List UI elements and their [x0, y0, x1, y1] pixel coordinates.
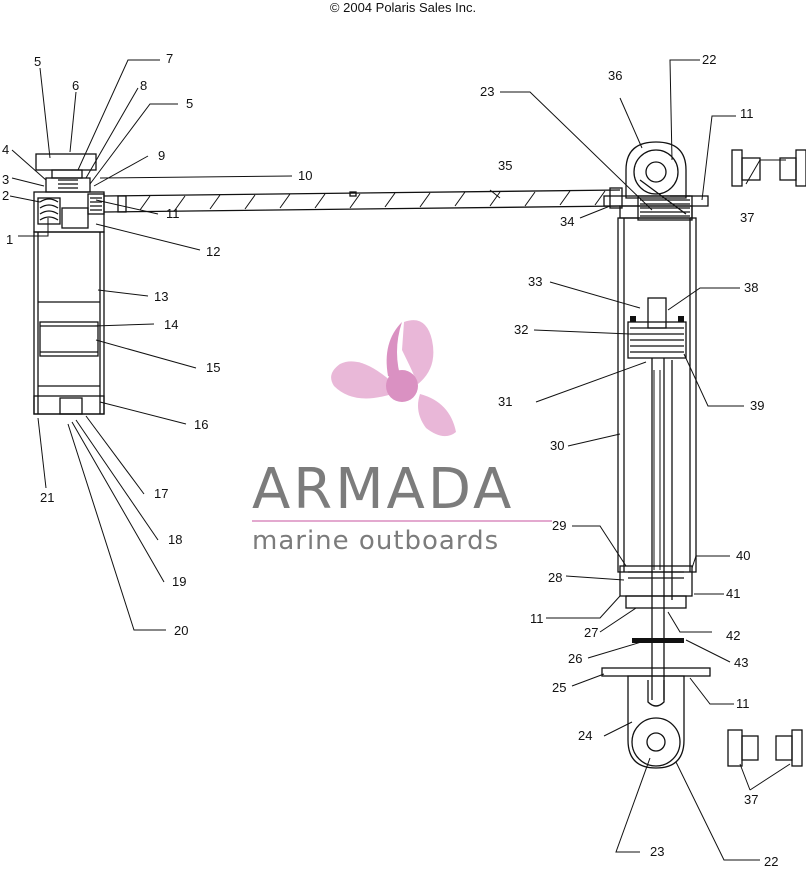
callout-1: 1: [6, 232, 13, 247]
callout-24: 24: [578, 728, 592, 743]
callout-21: 21: [40, 490, 54, 505]
callout-27: 27: [584, 625, 598, 640]
watermark-brand: ARMADA: [252, 457, 515, 522]
callout-14: 14: [164, 317, 178, 332]
callout-2: 2: [2, 188, 9, 203]
callout-10: 10: [298, 168, 312, 183]
callout-4: 4: [2, 142, 9, 157]
bushing-set-upper: [731, 149, 806, 187]
callout-42: 42: [726, 628, 740, 643]
callout-18: 18: [168, 532, 182, 547]
callout-22a: 22: [702, 52, 716, 67]
callout-19: 19: [172, 574, 186, 589]
callout-22b: 22: [764, 854, 778, 869]
callout-11b: 11: [740, 106, 754, 121]
callout-6: 6: [72, 78, 79, 93]
callout-13: 13: [154, 289, 168, 304]
callout-38: 38: [744, 280, 758, 295]
callout-20: 20: [174, 623, 188, 638]
callout-39: 39: [750, 398, 764, 413]
callout-16: 16: [194, 417, 208, 432]
callout-17: 17: [154, 486, 168, 501]
callout-40: 40: [736, 548, 750, 563]
callout-34: 34: [560, 214, 574, 229]
reservoir-hose: [103, 187, 623, 213]
callout-28: 28: [548, 570, 562, 585]
copyright-notice: © 2004 Polaris Sales Inc.: [329, 0, 477, 15]
callout-37b: 37: [744, 792, 758, 807]
reservoir-assembly: [33, 153, 105, 415]
callout-11c: 11: [530, 611, 544, 626]
callout-5a: 5: [34, 54, 41, 69]
callout-25: 25: [552, 680, 566, 695]
callout-29: 29: [552, 518, 566, 533]
bushing-set-lower: [727, 729, 803, 767]
callout-3: 3: [2, 172, 9, 187]
callout-30: 30: [550, 438, 564, 453]
callout-23b: 23: [650, 844, 664, 859]
leader-lines: [9, 59, 791, 861]
watermark-divider: [252, 520, 552, 522]
callout-35: 35: [498, 158, 512, 173]
armada-propeller-logo: [331, 320, 456, 437]
callout-37a: 37: [740, 210, 754, 225]
callout-11a: 11: [166, 206, 180, 221]
callout-41: 41: [726, 586, 740, 601]
callout-36: 36: [608, 68, 622, 83]
callout-23a: 23: [480, 84, 494, 99]
callout-31: 31: [498, 394, 512, 409]
callout-5b: 5: [186, 96, 193, 111]
callout-8: 8: [140, 78, 147, 93]
shock-body: [601, 141, 711, 769]
callout-7: 7: [166, 51, 173, 66]
callout-32: 32: [514, 322, 528, 337]
callout-15: 15: [206, 360, 220, 375]
watermark-tagline: marine outboards: [252, 526, 500, 556]
callout-43: 43: [734, 655, 748, 670]
callout-labels: 1 2 3 4 5 6 7 8 5 9 10 11 12 13 14 15 16…: [2, 51, 778, 869]
callout-12: 12: [206, 244, 220, 259]
callout-9: 9: [158, 148, 165, 163]
callout-26: 26: [568, 651, 582, 666]
callout-33: 33: [528, 274, 542, 289]
callout-11d: 11: [736, 696, 750, 711]
